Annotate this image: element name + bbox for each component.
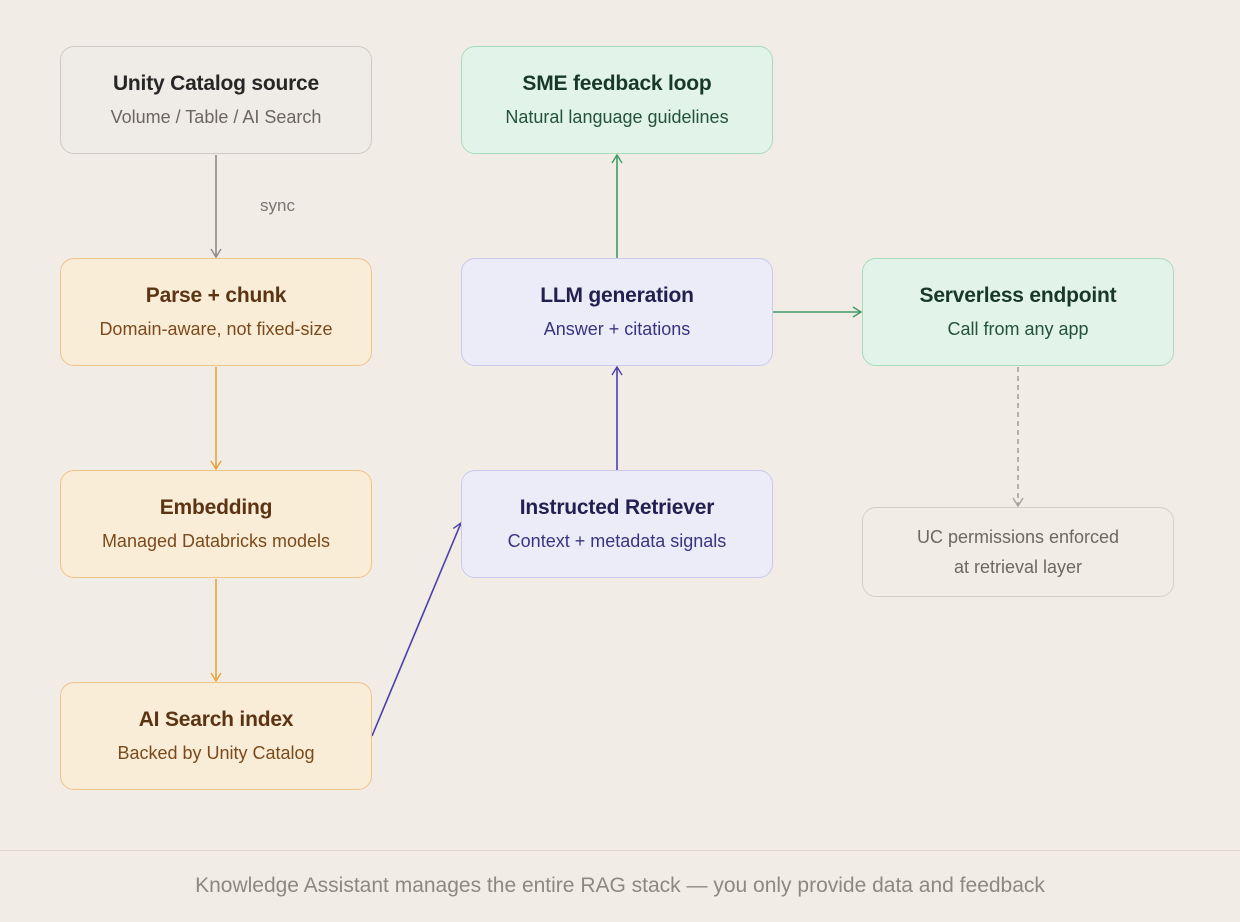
node-subtitle: Volume / Table / AI Search — [110, 107, 322, 127]
node-title: LLM generation — [540, 284, 694, 307]
embedding-node: Embedding Managed Databricks models — [60, 470, 372, 578]
node-title: Instructed Retriever — [519, 496, 715, 519]
llm-generation-node: LLM generation Answer + citations — [461, 258, 773, 366]
node-title: Serverless endpoint — [919, 284, 1117, 307]
parse-chunk-node: Parse + chunk Domain-aware, not fixed-si… — [60, 258, 372, 366]
arrow-index-to-retriever — [371, 521, 464, 737]
node-subtitle: Domain-aware, not fixed-size — [99, 319, 333, 339]
node-title: SME feedback loop — [522, 72, 712, 95]
node-subtitle: Answer + citations — [543, 319, 691, 339]
footer-divider — [0, 850, 1240, 851]
ai-search-index-node: AI Search index Backed by Unity Catalog — [60, 682, 372, 790]
node-title: AI Search index — [138, 708, 294, 731]
uc-permissions-note: UC permissions enforced at retrieval lay… — [862, 507, 1174, 597]
footer-caption: Knowledge Assistant manages the entire R… — [195, 874, 1045, 897]
node-subtitle: Call from any app — [947, 319, 1089, 339]
serverless-endpoint-node: Serverless endpoint Call from any app — [862, 258, 1174, 366]
sync-edge-label: sync — [260, 196, 295, 215]
note-line-1: UC permissions enforced — [916, 527, 1120, 547]
note-line-2: at retrieval layer — [953, 557, 1083, 577]
instructed-retriever-node: Instructed Retriever Context + metadata … — [461, 470, 773, 578]
sme-feedback-loop-node: SME feedback loop Natural language guide… — [461, 46, 773, 154]
node-title: Embedding — [159, 496, 273, 519]
node-subtitle: Backed by Unity Catalog — [117, 743, 315, 763]
node-subtitle: Context + metadata signals — [507, 531, 727, 551]
node-title: Parse + chunk — [145, 284, 287, 307]
node-subtitle: Natural language guidelines — [505, 107, 729, 127]
node-title: Unity Catalog source — [112, 72, 320, 95]
node-subtitle: Managed Databricks models — [101, 531, 331, 551]
unity-catalog-source-node: Unity Catalog source Volume / Table / AI… — [60, 46, 372, 154]
